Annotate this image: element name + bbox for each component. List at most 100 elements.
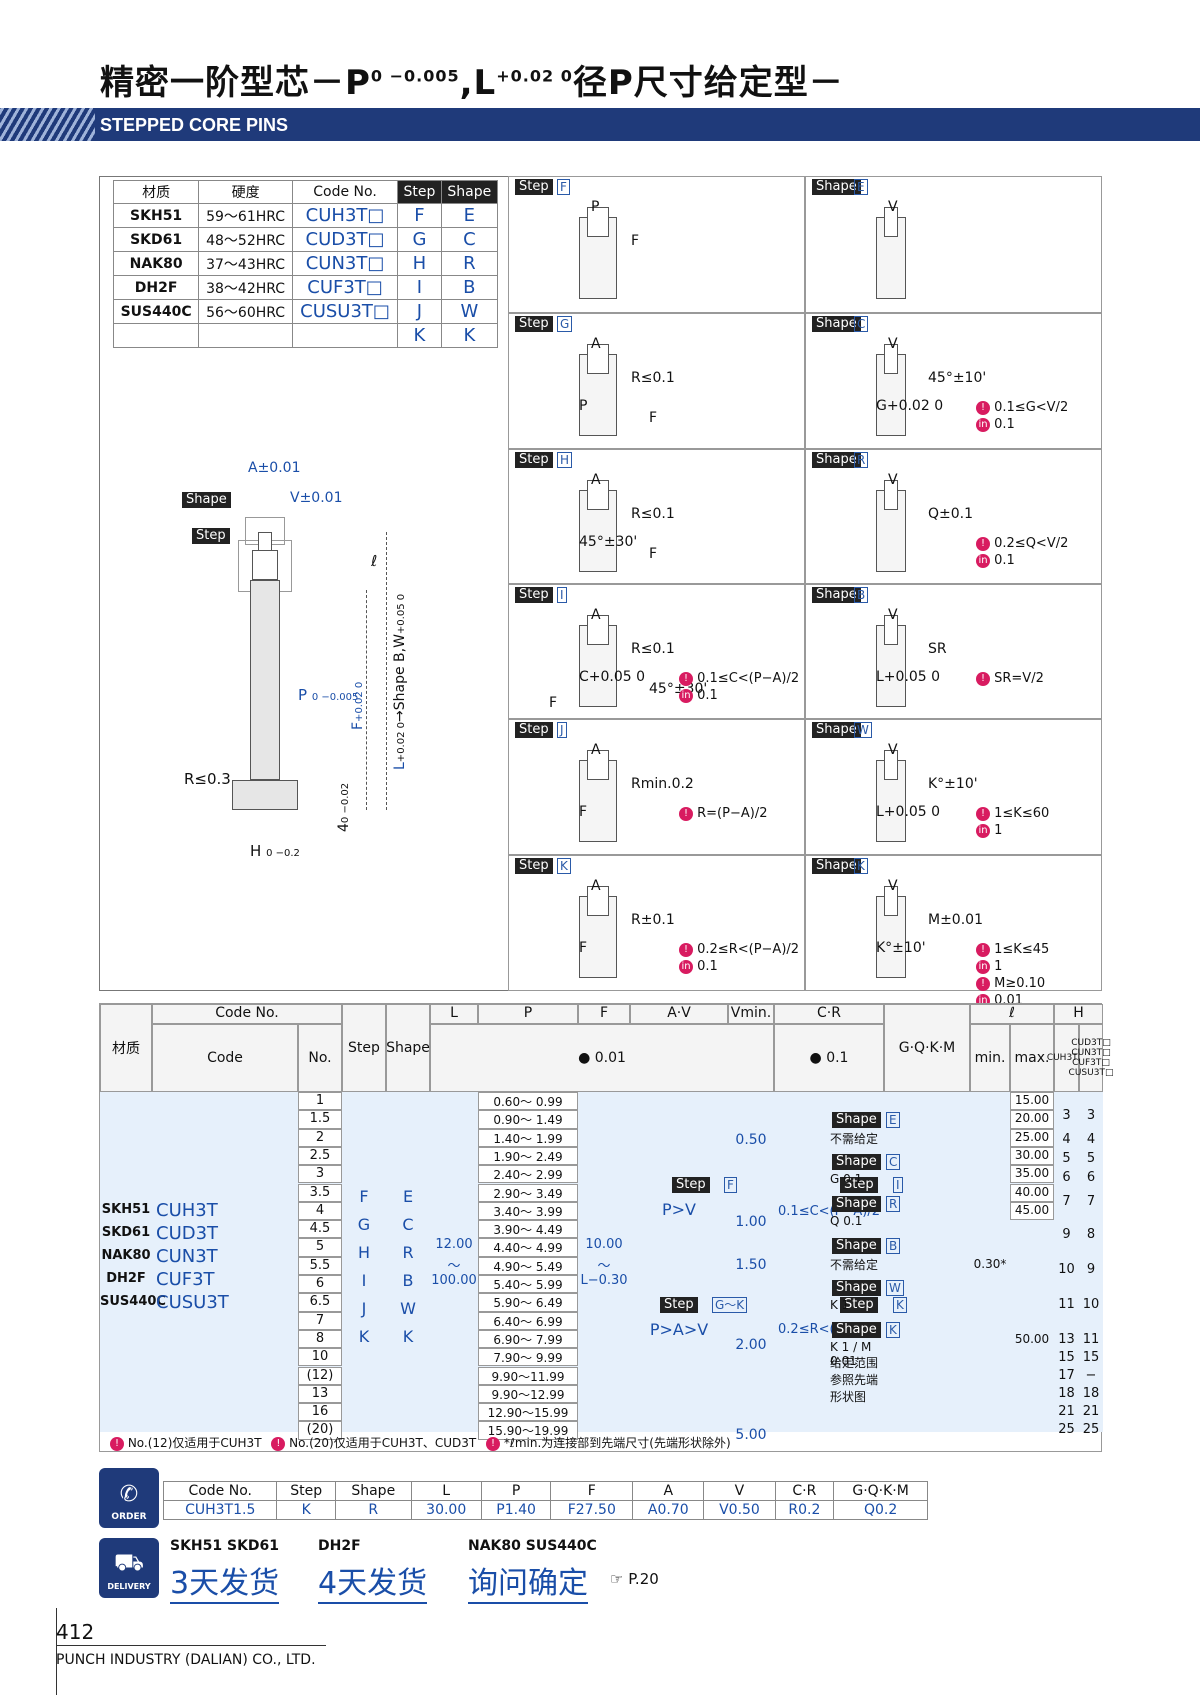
spec-h1: ℓ <box>970 1004 1054 1024</box>
hard: 37～43HRC <box>198 251 293 276</box>
pin-tip <box>884 750 898 780</box>
f-cell: L−0.30 <box>580 1273 628 1288</box>
hdr-code: Code No. <box>291 180 399 204</box>
detail-code: J <box>557 722 567 738</box>
note: ! 0.1≤G<V/2 <box>976 400 1068 415</box>
step: H <box>397 251 442 276</box>
detail-code: W <box>854 722 872 738</box>
dim-label: V <box>888 199 898 215</box>
note-text: 1 <box>990 823 1003 838</box>
dim-label: V <box>888 607 898 623</box>
note: in 0.1 <box>976 417 1015 432</box>
cr-code: K <box>893 1297 907 1313</box>
dim-label: F <box>649 410 658 426</box>
dim-label: 45°±30' <box>579 534 638 550</box>
note-text: 1≤K≤60 <box>990 806 1050 821</box>
detail-tag: Shape <box>812 179 861 195</box>
dim-label: P <box>579 398 588 414</box>
spec-h2: G·Q·K·M <box>884 1004 970 1092</box>
delivery-materials: SKH51 SKD61 <box>170 1538 280 1554</box>
order-value-cell: A0.70 <box>632 1500 705 1520</box>
note: in 1 <box>976 959 1002 974</box>
g-code: E <box>886 1112 900 1128</box>
dim-l: L+0.02 0→Shape B,W+0.05 0 <box>392 594 408 770</box>
spec-h2: ● 0.1 <box>774 1024 884 1092</box>
g-text: 不需给定 <box>830 1132 879 1146</box>
p-cell: 5.90～ 6.49 <box>478 1293 578 1312</box>
p-cell: 7.90～ 9.99 <box>478 1348 578 1367</box>
order-header-cell: G·Q·K·M <box>833 1481 928 1501</box>
spec-footnotes: ! No.(12)仅适用于CUH3T ! No.(20)仅适用于CUH3T、CU… <box>104 1434 731 1451</box>
dim-f: F+0.02 0 <box>350 682 366 730</box>
g-code: R <box>886 1196 901 1212</box>
delivery-time: 4天发货 <box>318 1558 428 1604</box>
dim-label: SR <box>928 641 947 657</box>
note: ! SR=V/2 <box>976 671 1044 686</box>
footnote-icon: ! <box>271 1436 286 1451</box>
l-cell: 100.00 <box>431 1273 477 1288</box>
step-cell: H <box>357 1243 371 1262</box>
detail-code: B <box>854 587 869 603</box>
shape: K <box>440 323 499 348</box>
note: ! 1≤K≤45 <box>976 942 1049 957</box>
dim-l-label: L <box>392 762 408 770</box>
detail-tag: Shape <box>812 316 861 332</box>
h1-cell: 13 <box>1058 1332 1075 1347</box>
no-cell: 16 <box>298 1403 342 1422</box>
shape-cell: R <box>402 1243 414 1262</box>
cr-tag: Step <box>840 1297 878 1313</box>
spec-h2: No. <box>298 1024 342 1092</box>
code: CUH3T□ <box>291 203 399 228</box>
g-code: W <box>886 1280 904 1296</box>
no-cell: 4.5 <box>298 1220 342 1239</box>
note-icon: ! <box>976 806 990 821</box>
code-cell: CUF3T <box>156 1269 215 1290</box>
dim-label: A <box>591 472 601 488</box>
spec-h2: 材质 <box>100 1004 152 1092</box>
mat-cell: SKH51 <box>101 1202 151 1217</box>
note-text: 1 <box>990 959 1003 974</box>
g-code: C <box>886 1154 901 1170</box>
dim-label: R≤0.1 <box>631 370 675 386</box>
dim-label: V <box>888 336 898 352</box>
order-header-cell: Step <box>276 1481 336 1501</box>
p-cell: 0.60～ 0.99 <box>478 1092 578 1111</box>
h2-cell: − <box>1085 1368 1097 1383</box>
step: F <box>397 203 442 228</box>
no-cell: 3.5 <box>298 1183 342 1202</box>
dim-label: A <box>591 336 601 352</box>
dim-label: R≤0.1 <box>631 506 675 522</box>
spec-h2: Step <box>342 1004 386 1092</box>
av-rule: P>A>V <box>649 1320 709 1339</box>
lmax-cell: 45.00 <box>1010 1201 1054 1221</box>
no-cell: 6 <box>298 1275 342 1294</box>
note-text: 0.2≤R<(P−A)/2 <box>693 942 800 957</box>
detail-tag: Step <box>515 452 553 468</box>
dim-a: A±0.01 <box>248 460 301 476</box>
h1-cell: 9 <box>1062 1227 1071 1242</box>
mat: SKH51 <box>112 203 200 228</box>
footnote-icon: ! <box>110 1436 124 1451</box>
p-cell: 15.90～19.99 <box>478 1421 578 1440</box>
dim-label: M±0.01 <box>928 912 983 928</box>
mat: DH2F <box>112 275 200 300</box>
order-value-cell: CUH3T1.5 <box>162 1500 278 1520</box>
note-icon: in <box>976 959 990 974</box>
dim-line-l <box>386 532 387 810</box>
lmax-cell: 50.00 <box>1014 1332 1050 1346</box>
step-cell: G <box>357 1215 371 1234</box>
vmin-cell: 0.50 <box>735 1132 767 1148</box>
note: in 0.1 <box>679 959 718 974</box>
dim-shape-bw: →Shape B,W <box>392 634 408 722</box>
detail-code: E <box>854 179 868 195</box>
lmin-cell: 0.30* <box>973 1257 1007 1271</box>
step-cell: I <box>361 1271 367 1290</box>
mat-cell: SKD61 <box>101 1225 151 1240</box>
order-value-cell: R <box>334 1500 412 1520</box>
order-badge: ✆ ORDER <box>99 1468 159 1528</box>
note-icon: ! <box>679 806 693 821</box>
